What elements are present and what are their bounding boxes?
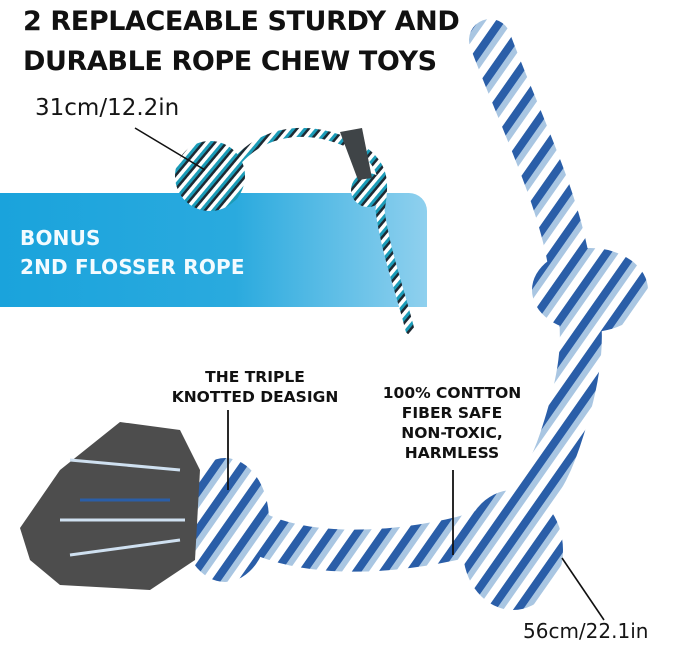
large-rope-left-knot <box>181 458 269 582</box>
small-rope-end-knot <box>351 173 385 207</box>
bonus-banner-text: BONUS 2ND FLOSSER ROPE <box>20 224 245 282</box>
large-rope-bottom-knot <box>463 490 563 610</box>
cotton-callout-line-1: 100% CONTTON <box>382 384 522 402</box>
knot-callout-line-1: THE TRIPLE <box>205 368 305 386</box>
cotton-callout-line-3: NON-TOXIC, <box>401 424 503 442</box>
bonus-banner <box>0 193 427 307</box>
large-rope-size-label: 56cm/22.1in <box>523 619 649 643</box>
headline: 2 REPLACEABLE STURDY AND DURABLE ROPE CH… <box>23 2 460 82</box>
large-size-leader-line <box>561 557 605 621</box>
headline-line-2: DURABLE ROPE CHEW TOYS <box>23 46 437 77</box>
small-size-leader-line <box>134 127 206 171</box>
frayed-rope-end <box>20 422 200 590</box>
large-rope-top-knot <box>532 248 648 332</box>
small-rope-size-label: 31cm/12.2in <box>35 95 180 121</box>
cotton-safety-callout: 100% CONTTON FIBER SAFE NON-TOXIC, HARML… <box>352 383 552 463</box>
cotton-callout-line-4: HARMLESS <box>404 444 500 462</box>
bonus-banner-line-2: 2ND FLOSSER ROPE <box>20 255 245 279</box>
small-rope-ball-knot <box>175 141 245 211</box>
small-flosser-rope <box>175 127 415 335</box>
knot-design-callout: THE TRIPLE KNOTTED DEASIGN <box>150 367 360 407</box>
large-rope <box>20 19 648 610</box>
knot-callout-line-2: KNOTTED DEASIGN <box>171 388 339 406</box>
bonus-banner-line-1: BONUS <box>20 226 101 250</box>
cotton-callout-line-2: FIBER SAFE <box>401 404 503 422</box>
headline-line-1: 2 REPLACEABLE STURDY AND <box>23 6 460 37</box>
